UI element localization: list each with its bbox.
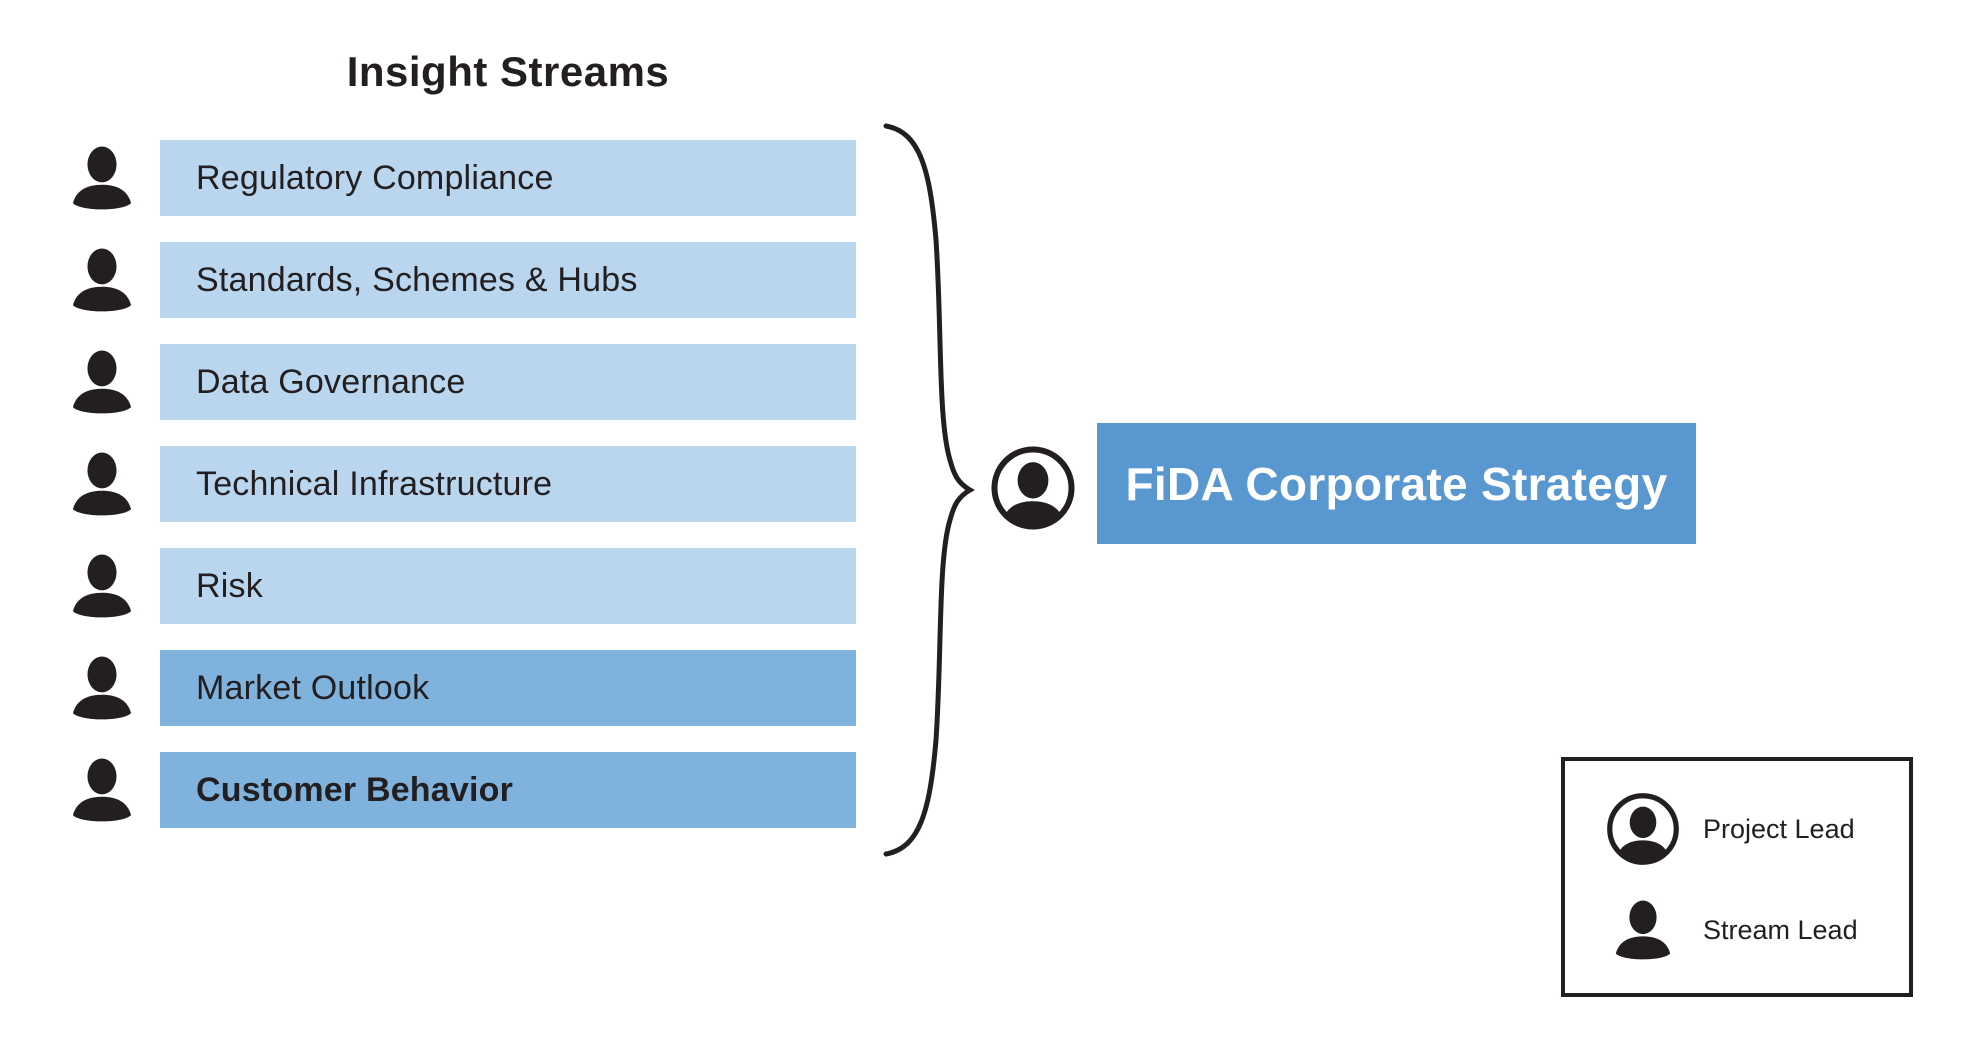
stream-lead-icon bbox=[71, 245, 133, 315]
legend-label: Stream Lead bbox=[1703, 914, 1858, 945]
legend-row-project-lead: Project Lead bbox=[1603, 791, 1909, 867]
stream-bar: Customer Behavior bbox=[160, 752, 856, 828]
strategy-box: FiDA Corporate Strategy bbox=[1097, 423, 1696, 544]
legend-row-stream-lead: Stream Lead bbox=[1603, 897, 1909, 963]
stream-lead-icon bbox=[71, 449, 133, 519]
stream-row-market-outlook: Market Outlook bbox=[71, 650, 856, 726]
insight-streams-list: Regulatory Compliance Standards, Schemes… bbox=[71, 140, 856, 854]
stream-row-data-governance: Data Governance bbox=[71, 344, 856, 420]
project-lead-icon bbox=[989, 444, 1077, 532]
stream-bar: Risk bbox=[160, 548, 856, 624]
legend: Project Lead Stream Lead bbox=[1561, 757, 1913, 997]
stream-lead-icon bbox=[71, 755, 133, 825]
stream-bar: Technical Infrastructure bbox=[160, 446, 856, 522]
stream-lead-icon bbox=[71, 653, 133, 723]
stream-lead-icon bbox=[71, 143, 133, 213]
stream-row-standards-schemes-hubs: Standards, Schemes & Hubs bbox=[71, 242, 856, 318]
project-lead-icon bbox=[1603, 791, 1683, 867]
stream-row-technical-infrastructure: Technical Infrastructure bbox=[71, 446, 856, 522]
stream-lead-icon bbox=[71, 347, 133, 417]
stream-lead-icon bbox=[71, 551, 133, 621]
stream-row-risk: Risk bbox=[71, 548, 856, 624]
diagram-title: Insight Streams bbox=[346, 48, 670, 95]
brace-connector bbox=[883, 123, 975, 857]
stream-row-regulatory-compliance: Regulatory Compliance bbox=[71, 140, 856, 216]
stream-lead-icon bbox=[1603, 897, 1683, 963]
stream-row-customer-behavior: Customer Behavior bbox=[71, 752, 856, 828]
stream-bar: Market Outlook bbox=[160, 650, 856, 726]
legend-label: Project Lead bbox=[1703, 813, 1855, 844]
stream-bar: Regulatory Compliance bbox=[160, 140, 856, 216]
stream-bar: Data Governance bbox=[160, 344, 856, 420]
stream-bar: Standards, Schemes & Hubs bbox=[160, 242, 856, 318]
